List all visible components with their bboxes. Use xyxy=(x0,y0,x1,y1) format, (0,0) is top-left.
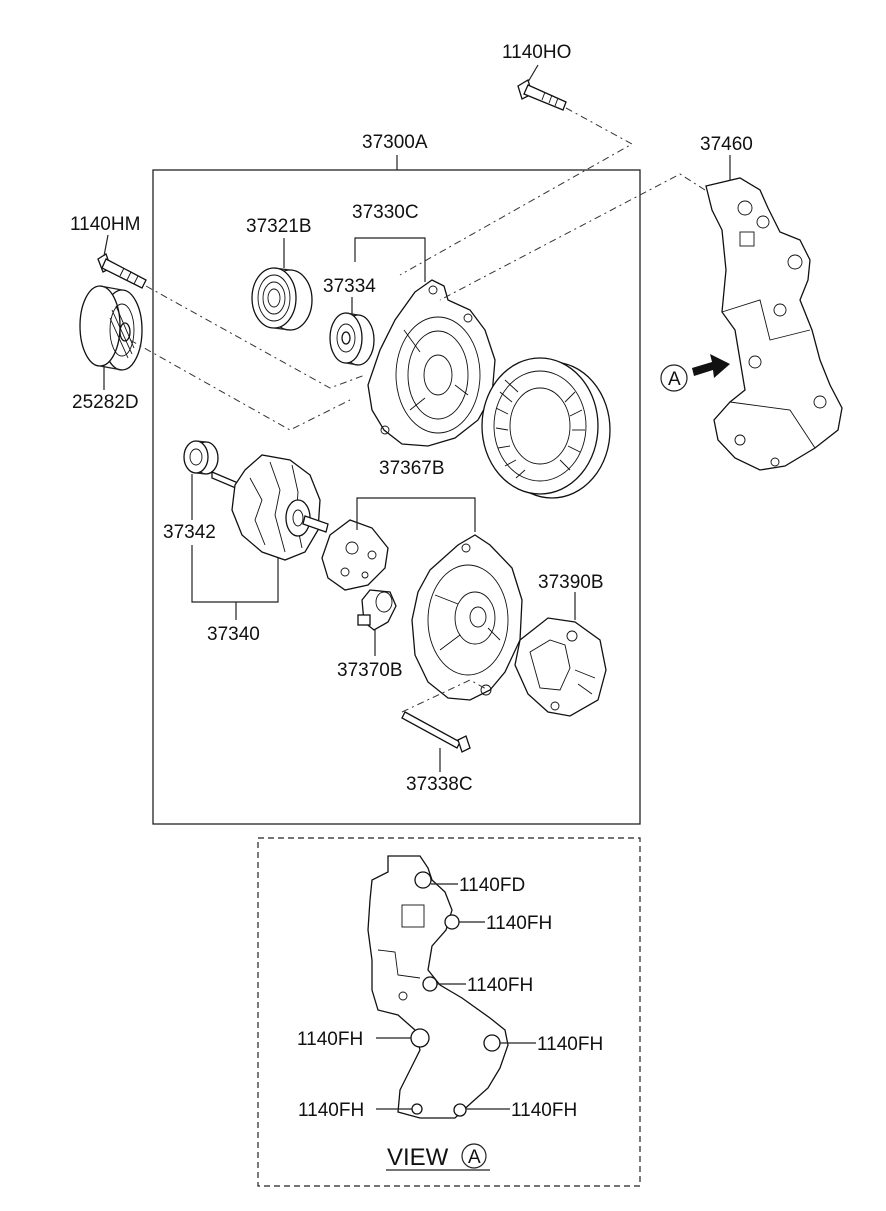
bearing-37342[interactable] xyxy=(183,440,219,475)
idler-pulley-25282d[interactable] xyxy=(79,285,143,371)
through-bolt-axis xyxy=(401,679,489,713)
label-37334: 37334 xyxy=(323,276,376,297)
view-a-marker-circle xyxy=(660,364,688,392)
stator[interactable] xyxy=(481,357,611,499)
label-1140fh-3: 1140FH xyxy=(297,1029,363,1050)
pulley-37321b[interactable] xyxy=(251,267,313,331)
leader-37330c xyxy=(354,237,426,282)
rectifier-cover-37390b[interactable] xyxy=(514,617,607,717)
label-1140fh-6: 1140FH xyxy=(511,1100,577,1121)
bolt-1140hm[interactable] xyxy=(97,253,147,289)
rear-housing[interactable] xyxy=(411,534,523,701)
leader-1140hm xyxy=(103,234,109,257)
label-25282d: 25282D xyxy=(72,392,139,413)
bracket-axis xyxy=(439,173,706,301)
label-1140fh-4: 1140FH xyxy=(537,1034,603,1055)
view-a-frame xyxy=(257,837,641,1187)
front-housing[interactable] xyxy=(367,279,496,447)
label-37370b: 37370B xyxy=(337,660,403,681)
label-37390b: 37390B xyxy=(538,572,604,593)
label-1140fh-1: 1140FH xyxy=(486,913,552,934)
label-37321b: 37321B xyxy=(246,216,312,237)
label-1140fd: 1140FD xyxy=(459,875,525,896)
label-1140ho: 1140HO xyxy=(502,42,571,63)
mounting-bracket-37460[interactable] xyxy=(705,177,843,471)
label-37340: 37340 xyxy=(207,624,260,645)
view-a-arrow xyxy=(660,354,730,392)
label-37342: 37342 xyxy=(163,522,216,543)
label-marker-a: A xyxy=(668,369,681,390)
label-37300a: 37300A xyxy=(362,132,428,153)
bolt-axis-left xyxy=(145,285,366,389)
idler-axis xyxy=(129,339,351,431)
label-37330c: 37330C xyxy=(352,202,419,223)
leader-37367b xyxy=(356,497,476,532)
assembly-frame xyxy=(152,169,641,825)
rotor[interactable] xyxy=(211,454,329,561)
through-bolt-37338c[interactable] xyxy=(401,711,471,753)
view-caption-marker-circle xyxy=(461,1143,487,1169)
bolt-axis-top xyxy=(399,107,634,276)
regulator-plate[interactable] xyxy=(321,519,389,591)
view-caption-marker: A xyxy=(468,1147,481,1168)
label-37338c: 37338C xyxy=(406,774,473,795)
leader-37340 xyxy=(191,545,279,603)
leader-1140ho xyxy=(527,64,539,83)
label-37460: 37460 xyxy=(700,134,753,155)
label-37367b: 37367B xyxy=(379,458,445,479)
label-1140fh-5: 1140FH xyxy=(298,1100,364,1121)
label-1140fh-2: 1140FH xyxy=(467,975,533,996)
label-1140hm: 1140HM xyxy=(70,214,140,235)
bolt-1140ho[interactable] xyxy=(517,79,567,111)
bearing-37334[interactable] xyxy=(329,312,375,366)
brush-holder-37370b[interactable] xyxy=(357,589,397,631)
view-caption: VIEW xyxy=(387,1144,449,1171)
view-a-bracket[interactable] xyxy=(367,855,509,1119)
